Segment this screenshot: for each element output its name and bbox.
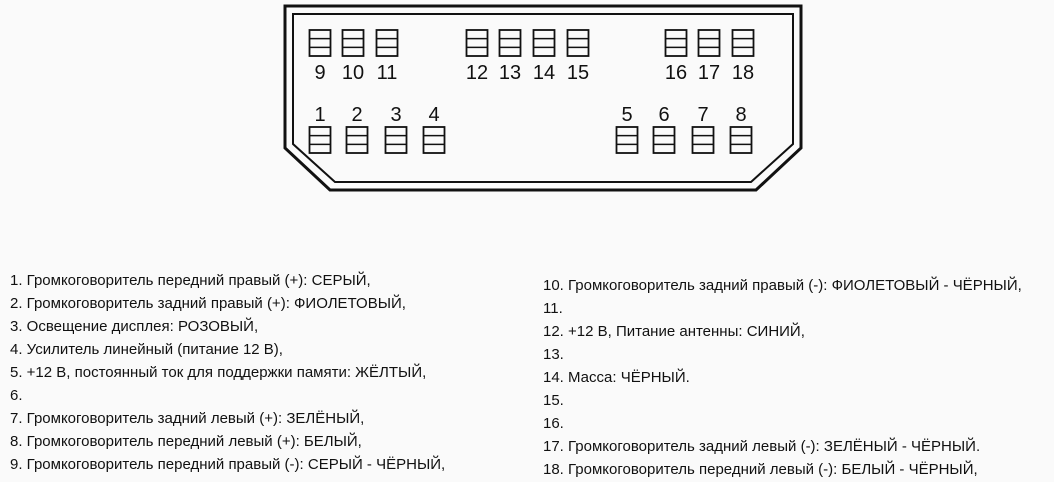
legend-item: 15. [543,392,564,409]
pin-socket [345,126,369,154]
pin-socket [652,126,676,154]
pin-legend-right: 10. Громкоговоритель задний правый (-): … [543,274,1022,481]
pins-bottom-row: 1 2 3 4 5 6 7 8 [308,104,753,154]
legend-item: 16. [543,415,564,432]
pin-number-label: 6 [658,104,669,126]
pin-6: 6 [652,104,676,154]
pin-socket [615,126,639,154]
pin-number-label: 1 [314,104,325,126]
pin-socket [532,29,556,57]
legend-item: 18. Громкоговоритель передний левый (-):… [543,461,978,478]
pin-socket [308,29,332,57]
legend-item: 6. [10,387,23,404]
legend-item: 13. [543,346,564,363]
pin-18: 18 [731,29,755,84]
legend-item: 11. [543,300,563,317]
pin-number-label: 5 [621,104,632,126]
pin-16: 16 [664,29,688,84]
legend-item: 5. +12 В, постоянный ток для поддержки п… [10,364,427,381]
pin-socket [341,29,365,57]
legend-item: 10. Громкоговоритель задний правый (-): … [543,277,1022,294]
legend-item: 12. +12 В, Питание антенны: СИНИЙ, [543,323,805,340]
pin-number-label: 4 [428,104,439,126]
pin-socket [664,29,688,57]
pin-number-label: 18 [732,62,754,84]
pin-number-label: 15 [567,62,589,84]
legend-item: 1. Громкоговоритель передний правый (+):… [10,272,371,289]
pin-number-label: 14 [533,62,555,84]
legend-item: 7. Громкоговоритель задний левый (+): ЗЕ… [10,410,365,427]
pin-number-label: 7 [697,104,708,126]
pin-15: 15 [566,29,590,84]
pin-7: 7 [691,104,715,154]
legend-item: 14. Масса: ЧЁРНЫЙ. [543,369,690,386]
pin-socket [691,126,715,154]
pins-top-row: 9 10 11 12 13 14 15 16 17 18 [308,29,755,84]
pin-socket [465,29,489,57]
pin-number-label: 10 [342,62,364,84]
pin-socket [498,29,522,57]
pin-socket [308,126,332,154]
pin-9: 9 [308,29,332,84]
pin-10: 10 [341,29,365,84]
pin-socket [697,29,721,57]
pin-14: 14 [532,29,556,84]
pin-4: 4 [422,104,446,154]
legend-item: 4. Усилитель линейный (питание 12 В), [10,341,283,358]
connector-housing-outer [283,4,803,192]
pin-socket [729,126,753,154]
legend-item: 8. Громкоговоритель передний левый (+): … [10,433,362,450]
pin-number-label: 2 [351,104,362,126]
legend-item: 9. Громкоговоритель передний правый (-):… [10,456,446,473]
legend-item: 17. Громкоговоритель задний левый (-): З… [543,438,981,455]
pin-number-label: 13 [499,62,521,84]
pin-3: 3 [384,104,408,154]
pin-1: 1 [308,104,332,154]
pin-number-label: 8 [735,104,746,126]
pin-2: 2 [345,104,369,154]
legend-item: 3. Освещение дисплея: РОЗОВЫЙ, [10,318,259,335]
connector-housing-inner [292,13,794,183]
pin-5: 5 [615,104,639,154]
pin-13: 13 [498,29,522,84]
pin-socket [384,126,408,154]
pin-number-label: 16 [665,62,687,84]
pin-legend-left: 1. Громкоговоритель передний правый (+):… [10,269,445,476]
pin-socket [566,29,590,57]
pin-11: 11 [375,29,399,84]
pin-number-label: 3 [390,104,401,126]
pin-number-label: 11 [377,62,398,84]
pin-number-label: 9 [314,62,325,84]
pin-17: 17 [697,29,721,84]
pin-number-label: 17 [698,62,720,84]
pin-socket [731,29,755,57]
pin-socket [375,29,399,57]
pin-8: 8 [729,104,753,154]
pin-12: 12 [465,29,489,84]
legend-item: 2. Громкоговоритель задний правый (+): Ф… [10,295,406,312]
pin-socket [422,126,446,154]
pin-number-label: 12 [466,62,488,84]
